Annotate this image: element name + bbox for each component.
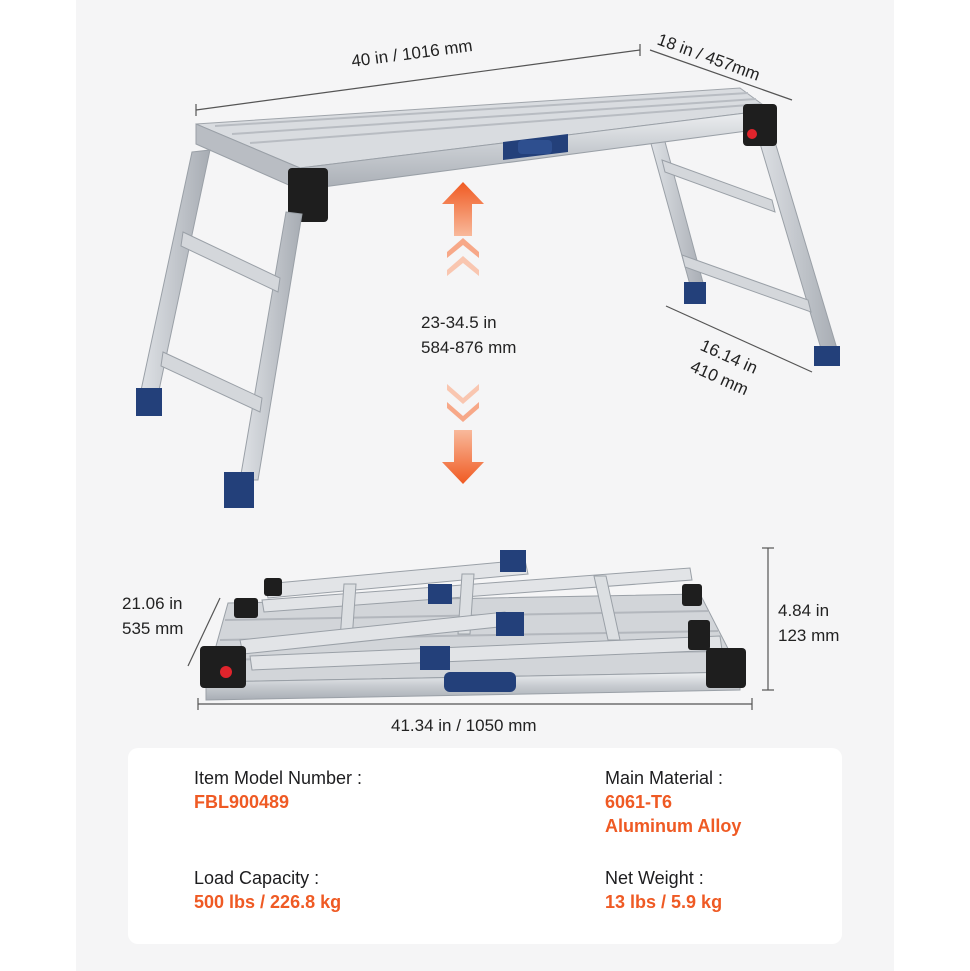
spec-card: Item Model Number : FBL900489 Main Mater…: [128, 748, 842, 944]
front-leg-frame: [136, 149, 303, 508]
spec-load: Load Capacity : 500 lbs / 226.8 kg: [194, 866, 341, 914]
foot-front-left: [136, 388, 162, 416]
folded-foot: [496, 612, 524, 636]
folded-width-mm-label: 535 mm: [122, 619, 184, 638]
folded-corner-bracket: [706, 648, 746, 688]
foot-front-right: [224, 472, 254, 508]
spec-model-label: Item Model Number :: [194, 768, 363, 788]
spec-model-value: FBL900489: [194, 792, 290, 812]
spec-weight-value: 13 lbs / 5.9 kg: [605, 892, 723, 912]
spec-material: Main Material : 6061-T6 Aluminum Alloy: [605, 766, 741, 838]
spec-material-value: Aluminum Alloy: [605, 816, 742, 836]
folded-width-dimension-line: [187, 597, 221, 667]
leg-spread-dimension-line: [665, 305, 813, 373]
height-range-in-label: 23-34.5 in: [421, 313, 497, 332]
folded-width-in-label: 21.06 in: [122, 594, 183, 613]
folded-thickness-mm-label: 123 mm: [778, 626, 840, 645]
folded-thickness-in-label: 4.84 in: [778, 601, 830, 620]
platform-upright: [136, 87, 840, 508]
corner-bracket-front-right: [743, 104, 777, 146]
foot-rear-right: [814, 346, 840, 366]
spec-weight: Net Weight : 13 lbs / 5.9 kg: [605, 866, 722, 914]
foot-rear-left: [684, 282, 706, 304]
folded-foot: [500, 550, 526, 572]
spec-model: Item Model Number : FBL900489: [194, 766, 362, 814]
spec-material-label: Main Material :: [605, 768, 724, 788]
folded-length-label: 41.34 in / 1050 mm: [391, 716, 537, 735]
height-range-mm-label: 584-876 mm: [421, 338, 517, 357]
spec-load-value: 500 lbs / 226.8 kg: [194, 892, 342, 912]
corner-bracket-front-left: [288, 168, 328, 222]
width-dimension-line: [649, 49, 793, 101]
folded-carry-handle: [444, 672, 516, 692]
folded-foot: [428, 584, 452, 604]
platform-folded: [200, 550, 746, 701]
height-down-arrow-icon: [442, 384, 484, 484]
spec-material-value: 6061-T6: [605, 792, 673, 812]
length-dimension-line: [195, 49, 641, 111]
spec-weight-label: Net Weight :: [605, 868, 704, 888]
spec-load-label: Load Capacity :: [194, 868, 320, 888]
height-up-arrow-icon: [442, 182, 484, 276]
folded-foot: [420, 646, 450, 670]
rear-leg-frame: [649, 129, 840, 366]
